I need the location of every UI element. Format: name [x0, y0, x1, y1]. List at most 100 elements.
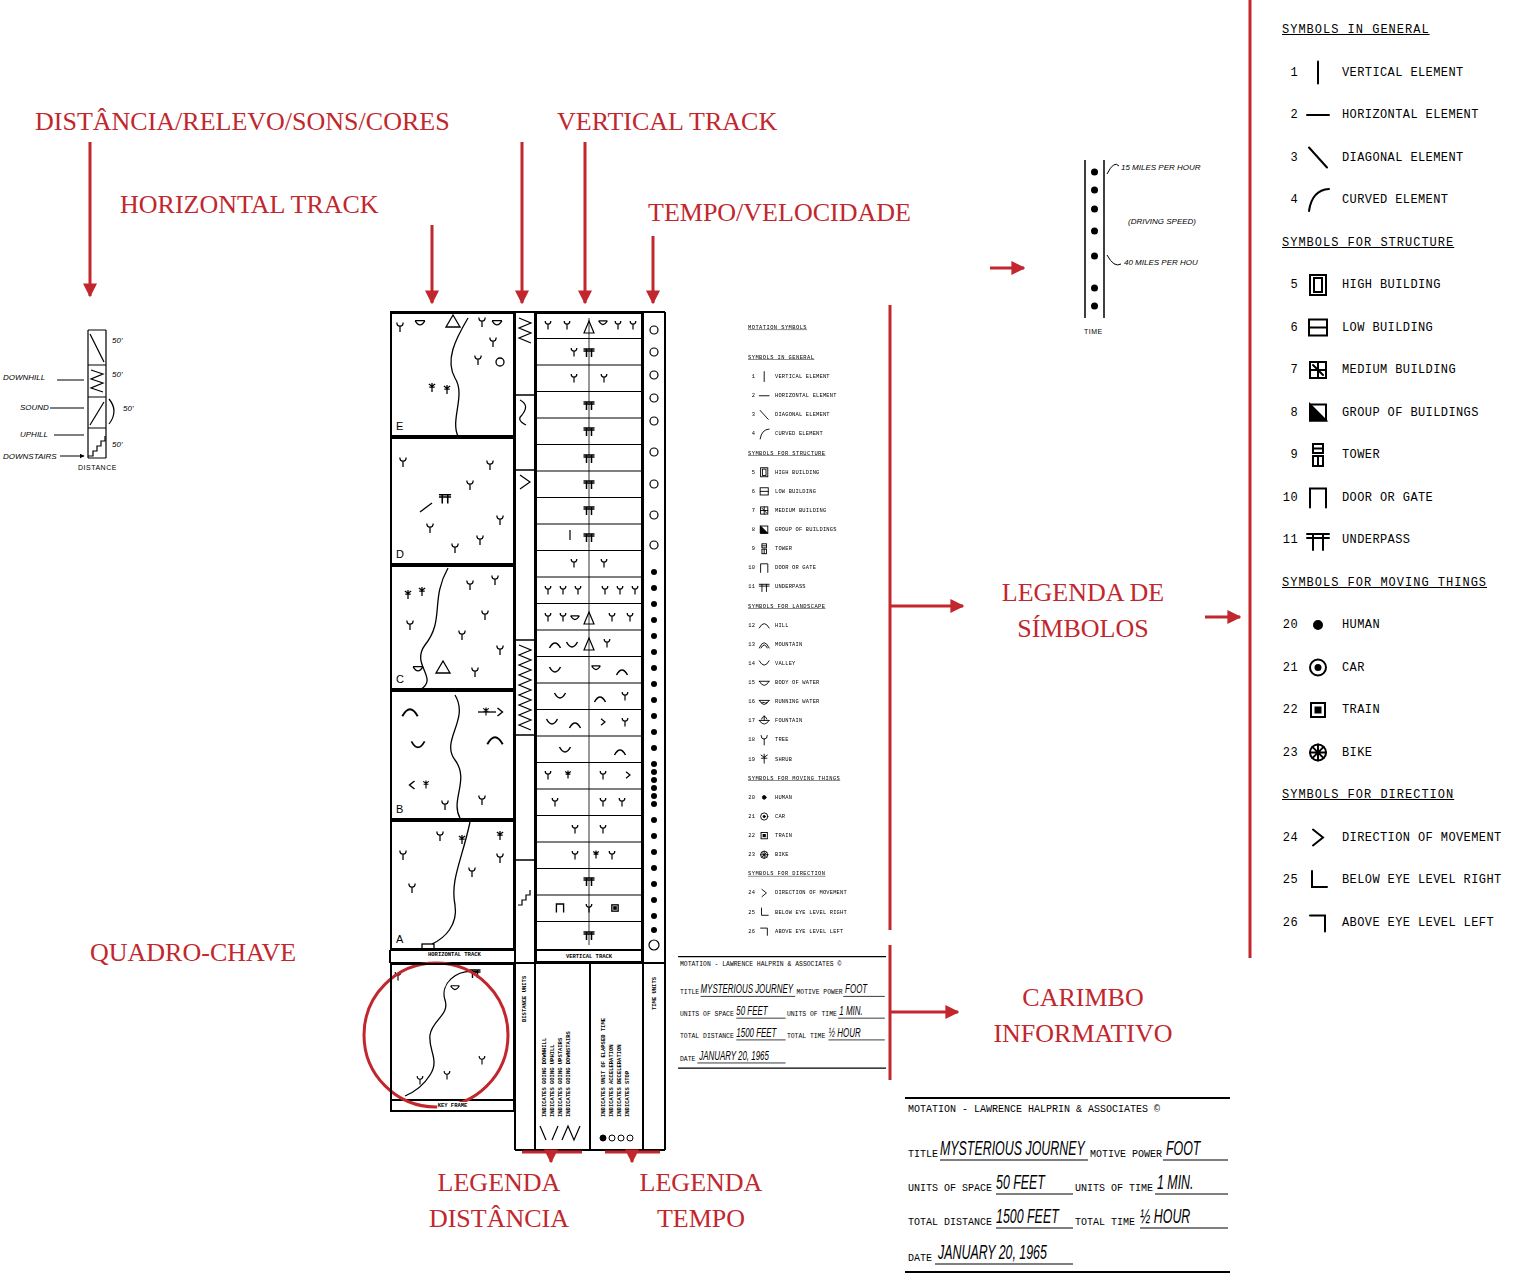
column-title: TIME UNITS: [651, 977, 658, 1010]
horizontal-track-drawing: [407, 621, 413, 630]
legend-text: CURVED ELEMENT: [775, 430, 823, 437]
red-annotation: [1249, 0, 1252, 958]
red-annotation: [89, 142, 92, 296]
track-title: HORIZONTAL TRACK: [428, 951, 481, 958]
legend-number: 1: [1280, 65, 1298, 81]
vertical-track-drawing: [545, 771, 551, 779]
time-units-dots: [651, 681, 657, 687]
legend-text: MEDIUM BUILDING: [775, 506, 826, 513]
horizontal-track-drawing: [477, 536, 483, 545]
time-units-dots: [650, 480, 658, 488]
legend-symbol: [762, 795, 766, 799]
vertical-track-drawing: [601, 374, 607, 382]
time-units-dots: [651, 769, 657, 775]
legend-number: 24: [747, 889, 755, 896]
dimension-label: 50': [112, 440, 122, 450]
vertical-track-drawing: [564, 321, 570, 329]
vertical-track-drawing: [584, 932, 595, 940]
vertical-track-drawing: [601, 719, 605, 725]
legend-number: 21: [1280, 660, 1298, 676]
vertical-track-drawing: [572, 825, 578, 833]
horizontal-track-drawing: [439, 495, 451, 504]
time-units-dots: [651, 665, 657, 671]
legend-number: 5: [1280, 277, 1298, 293]
legend-number: 12: [747, 621, 755, 628]
legend-symbol: [1313, 444, 1323, 466]
handwritten-field: 1500 FEET: [996, 1204, 1059, 1228]
score-structure: [618, 1135, 624, 1141]
vertical-track-drawing: [600, 825, 606, 833]
vertical-track-drawing: [584, 428, 595, 436]
horizontal-track-drawing: [451, 318, 468, 436]
vertical-track-drawing: [615, 750, 626, 755]
red-annotation: [889, 305, 892, 930]
legend-symbol: [1310, 660, 1326, 676]
annotation-label: VERTICAL TRACK: [557, 104, 777, 140]
horizontal-track-drawing: [446, 315, 460, 327]
legend-number: 7: [747, 506, 755, 513]
vertical-track-drawing: [550, 643, 561, 648]
vertical-track-drawing: [550, 667, 561, 672]
legend-symbol: [1307, 534, 1329, 550]
legend-text: HORIZONTAL ELEMENT: [1342, 107, 1479, 123]
legend-text: ABOVE EYE LEVEL LEFT: [775, 927, 843, 934]
time-figure: [1085, 160, 1104, 318]
stamp-rule: [905, 1098, 1230, 1272]
stamp-field: TOTAL TIME: [787, 1033, 825, 1041]
legend-symbol: [1311, 703, 1325, 717]
legend-text: MEDIUM BUILDING: [1342, 362, 1456, 378]
vertical-track-drawing: [584, 455, 595, 463]
vertical-track-drawing: [584, 349, 595, 357]
legend-number: 22: [747, 832, 755, 839]
legend-number: 8: [747, 526, 755, 533]
handwritten-field: 1500 FEET: [736, 1025, 776, 1040]
stamp-field: UNITS OF TIME: [1075, 1183, 1153, 1195]
horizontal-track-drawing: [413, 667, 423, 671]
vertical-track-drawing: [595, 697, 606, 702]
distance-figure: [90, 402, 104, 425]
legend-note: INDICATES DECELERATION: [616, 1044, 623, 1117]
legend-text: UNDERPASS: [775, 583, 806, 590]
legend-number: 3: [1280, 150, 1298, 166]
time-units-dots: [650, 348, 658, 356]
legend-symbol: [1310, 745, 1326, 761]
vertical-track-drawing: [586, 904, 592, 912]
vertical-track-drawing: [612, 905, 618, 911]
stamp-field: UNITS OF SPACE: [908, 1183, 992, 1195]
vertical-track-drawing: [600, 798, 606, 806]
legend-symbol: [759, 623, 769, 628]
legend-heading: SYMBOLS FOR MOVING THINGS: [1282, 575, 1487, 591]
stamp-field: DATE: [908, 1253, 932, 1265]
vertical-track-drawing: [545, 321, 551, 329]
time-figure: [1091, 169, 1098, 176]
legend-text: GROUP OF BUILDINGS: [775, 526, 837, 533]
legend-symbol: [761, 526, 768, 533]
horizontal-track-drawing: [429, 383, 435, 392]
horizontal-track-drawing: [487, 737, 502, 744]
dimension-label: 50': [123, 404, 133, 414]
horizontal-track-drawing: [492, 576, 498, 585]
red-annotation: [990, 267, 1024, 270]
distance-figure: [50, 380, 84, 456]
horizontal-track-drawing: [459, 835, 465, 844]
legend-symbol: [761, 851, 768, 858]
handwritten-field: FOOT: [1166, 1136, 1200, 1160]
legend-number: 8: [1280, 405, 1298, 421]
horizontal-track-drawing: [483, 708, 489, 716]
red-annotation: [631, 1152, 634, 1162]
legend-number: 2: [747, 392, 755, 399]
vertical-track-drawing: [571, 348, 577, 356]
legend-symbol: [761, 832, 767, 838]
vertical-track-drawing: [555, 693, 566, 698]
time-units-dots: [650, 394, 658, 402]
legend-symbol: [1313, 830, 1323, 846]
time-units-dots: [650, 448, 658, 456]
legend-text: UNDERPASS: [1342, 532, 1410, 548]
vertical-track-drawing: [602, 586, 608, 594]
stamp-field: UNITS OF TIME: [787, 1011, 837, 1019]
horizontal-track-drawing: [436, 661, 450, 673]
red-annotation: [584, 142, 587, 303]
frame-box: D: [390, 437, 515, 565]
annotation-label: TEMPO/VELOCIDADE: [648, 195, 911, 231]
handwritten-field: ½ HOUR: [1140, 1204, 1190, 1228]
